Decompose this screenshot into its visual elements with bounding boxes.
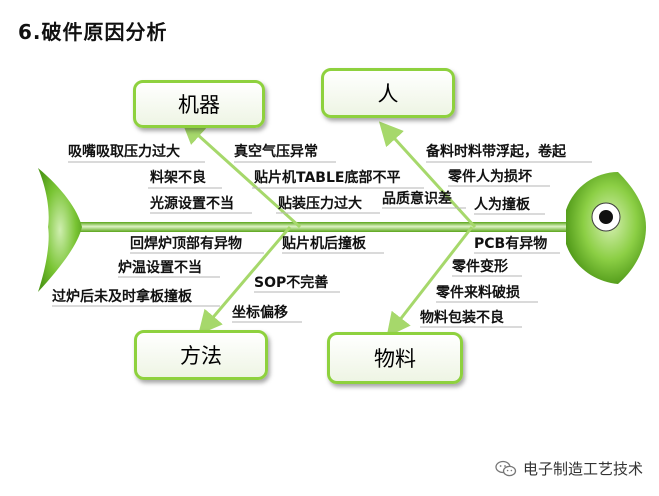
wechat-icon (495, 460, 517, 476)
bone-method (198, 226, 292, 335)
category-method: 方法 (134, 330, 268, 380)
cause-method-6: 坐标偏移 (232, 305, 288, 321)
cause-machine-4: 贴片机TABLE底部不平 (254, 170, 401, 186)
cause-material-1: PCB有异物 (474, 236, 548, 252)
fish-spine (60, 222, 600, 232)
cause-method-2: 贴片机后撞板 (282, 236, 366, 252)
cause-material-2: 零件变形 (452, 259, 508, 275)
cause-machine-6: 贴装压力过大 (278, 196, 362, 212)
cause-method-5: 过炉后未及时拿板撞板 (52, 289, 192, 305)
cause-material-3: 零件来料破损 (436, 285, 520, 301)
bone-machine (181, 119, 302, 229)
category-material: 物料 (327, 332, 463, 384)
cause-method-4: SOP不完善 (254, 275, 329, 291)
cause-people-1: 备料时料带浮起，卷起 (426, 144, 566, 160)
bone-material (386, 226, 474, 338)
category-people: 人 (321, 68, 455, 118)
cause-people-3: 品质意识差 (382, 191, 452, 207)
cause-machine-3: 料架不良 (150, 170, 206, 186)
watermark-text: 电子制造工艺技术 (522, 460, 643, 478)
fish-pupil (599, 210, 613, 224)
fish-tail (38, 168, 82, 292)
cause-method-1: 回焊炉顶部有异物 (130, 236, 242, 252)
bone-people (378, 121, 477, 229)
cause-material-4: 物料包装不良 (420, 310, 504, 326)
cause-machine-1: 吸嘴吸取压力过大 (68, 144, 180, 160)
cause-people-4: 人为撞板 (474, 197, 530, 213)
page-title: 6.破件原因分析 (18, 20, 168, 44)
cause-machine-5: 光源设置不当 (150, 196, 234, 212)
cause-underlines (52, 161, 592, 328)
cause-method-3: 炉温设置不当 (118, 260, 202, 276)
category-machine: 机器 (133, 80, 265, 128)
watermark: 电子制造工艺技术 (495, 458, 643, 479)
cause-people-2: 零件人为损坏 (448, 169, 532, 185)
cause-machine-2: 真空气压异常 (234, 144, 318, 160)
